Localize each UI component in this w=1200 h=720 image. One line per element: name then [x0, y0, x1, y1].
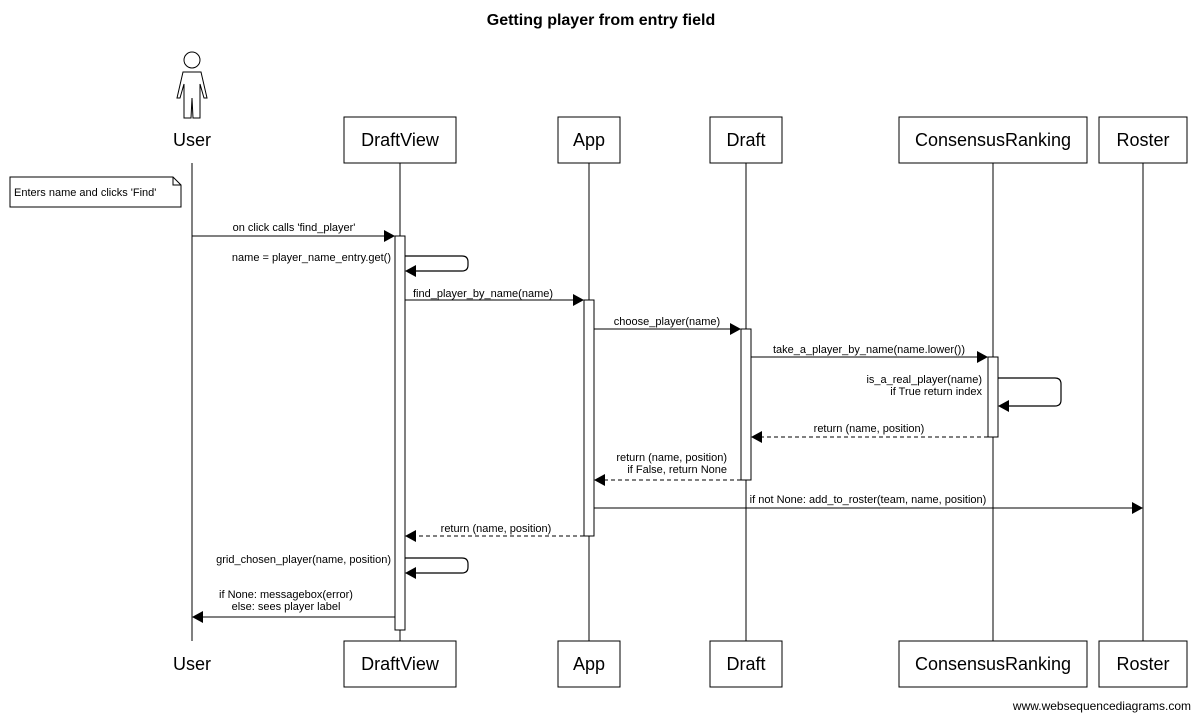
participant-box — [557, 640, 621, 688]
note-text: Enters name and clicks 'Find' — [14, 187, 156, 199]
participant-box — [898, 116, 1088, 164]
arrowhead — [405, 567, 416, 579]
diagram-title: Getting player from entry field — [487, 12, 715, 29]
message-label: grid_chosen_player(name, position) — [216, 554, 391, 566]
participant-user-top: User — [173, 51, 211, 150]
participant-label: DraftView — [361, 654, 440, 674]
arrowhead — [977, 351, 988, 363]
message-5: take_a_player_by_name(name.lower()) — [751, 344, 988, 363]
message-label: choose_player(name) — [614, 316, 720, 328]
participant-box — [709, 640, 783, 688]
participant-box — [898, 640, 1088, 688]
message-12: if None: messagebox(error)else: sees pla… — [192, 589, 395, 623]
message-9: if not None: add_to_roster(team, name, p… — [594, 494, 1143, 514]
participant-label: Roster — [1116, 130, 1169, 150]
message-8: return (name, position)if False, return … — [594, 452, 741, 486]
participant-label: App — [573, 130, 605, 150]
message-label: find_player_by_name(name) — [413, 288, 553, 300]
message-line — [405, 255, 469, 272]
participant-box — [1098, 116, 1188, 164]
arrowhead — [384, 230, 395, 242]
arrowhead — [998, 400, 1009, 412]
arrowhead — [573, 294, 584, 306]
participant-roster-top: Roster — [1098, 116, 1188, 164]
message-11: grid_chosen_player(name, position) — [216, 554, 469, 579]
participant-label: User — [173, 130, 211, 150]
participant-draftview-top: DraftView — [343, 116, 457, 164]
message-label: return (name, position) — [814, 423, 925, 435]
message-label: if None: messagebox(error) — [219, 589, 353, 601]
message-label: if not None: add_to_roster(team, name, p… — [750, 494, 987, 506]
message-6: is_a_real_player(name)if True return ind… — [866, 374, 1062, 412]
arrowhead — [405, 265, 416, 277]
participant-consensusranking-top: ConsensusRanking — [898, 116, 1088, 164]
message-10: return (name, position) — [405, 523, 584, 542]
participant-label: DraftView — [361, 130, 440, 150]
participants: UserUserDraftViewDraftViewAppAppDraftDra… — [173, 51, 1188, 688]
message-1: on click calls 'find_player' — [192, 222, 395, 242]
participant-label: User — [173, 654, 211, 674]
participant-label: Roster — [1116, 654, 1169, 674]
message-label: return (name, position) — [441, 523, 552, 535]
arrowhead — [751, 431, 762, 443]
note: Enters name and clicks 'Find' — [9, 176, 182, 208]
arrowhead — [192, 611, 203, 623]
participant-app-top: App — [557, 116, 621, 164]
participant-consensusranking-bottom: ConsensusRanking — [898, 640, 1088, 688]
message-7: return (name, position) — [751, 423, 988, 443]
arrowhead — [594, 474, 605, 486]
message-line — [405, 557, 469, 574]
participant-draftview-bottom: DraftView — [343, 640, 457, 688]
participant-box — [343, 116, 457, 164]
participant-draft-bottom: Draft — [709, 640, 783, 688]
arrowhead — [1132, 502, 1143, 514]
watermark: www.websequencediagrams.com — [1012, 699, 1191, 713]
message-label: name = player_name_entry.get() — [232, 252, 391, 264]
lifelines — [191, 163, 1144, 641]
message-label: else: sees player label — [232, 601, 341, 613]
participant-label: Draft — [726, 654, 765, 674]
activation-bar-consensusranking — [987, 356, 999, 438]
activation-bar-draft — [740, 328, 752, 481]
participant-app-bottom: App — [557, 640, 621, 688]
message-label: return (name, position) — [616, 452, 727, 464]
participant-label: App — [573, 654, 605, 674]
arrowhead — [405, 530, 416, 542]
activation-bar-app — [583, 299, 595, 537]
participant-label: ConsensusRanking — [915, 654, 1071, 674]
message-label: if True return index — [890, 386, 982, 398]
participant-user-bottom: User — [173, 654, 211, 674]
message-label: is_a_real_player(name) — [866, 374, 982, 386]
message-label: take_a_player_by_name(name.lower()) — [773, 344, 965, 356]
note-box: Enters name and clicks 'Find' — [9, 176, 182, 208]
message-2: name = player_name_entry.get() — [232, 252, 469, 277]
arrowhead — [730, 323, 741, 335]
participant-box — [709, 116, 783, 164]
participant-box — [343, 640, 457, 688]
participant-label: Draft — [726, 130, 765, 150]
activation-bar-draftview — [394, 235, 406, 631]
participant-roster-bottom: Roster — [1098, 640, 1188, 688]
participant-box — [557, 116, 621, 164]
message-4: choose_player(name) — [594, 316, 741, 335]
message-line — [998, 377, 1062, 407]
actor-top-icon — [176, 51, 208, 119]
participant-draft-top: Draft — [709, 116, 783, 164]
activation-bars — [394, 235, 999, 631]
messages: on click calls 'find_player'name = playe… — [192, 222, 1143, 623]
message-3: find_player_by_name(name) — [405, 288, 584, 306]
participant-box — [1098, 640, 1188, 688]
message-label: if False, return None — [627, 464, 727, 476]
participant-label: ConsensusRanking — [915, 130, 1071, 150]
message-label: on click calls 'find_player' — [233, 222, 356, 234]
